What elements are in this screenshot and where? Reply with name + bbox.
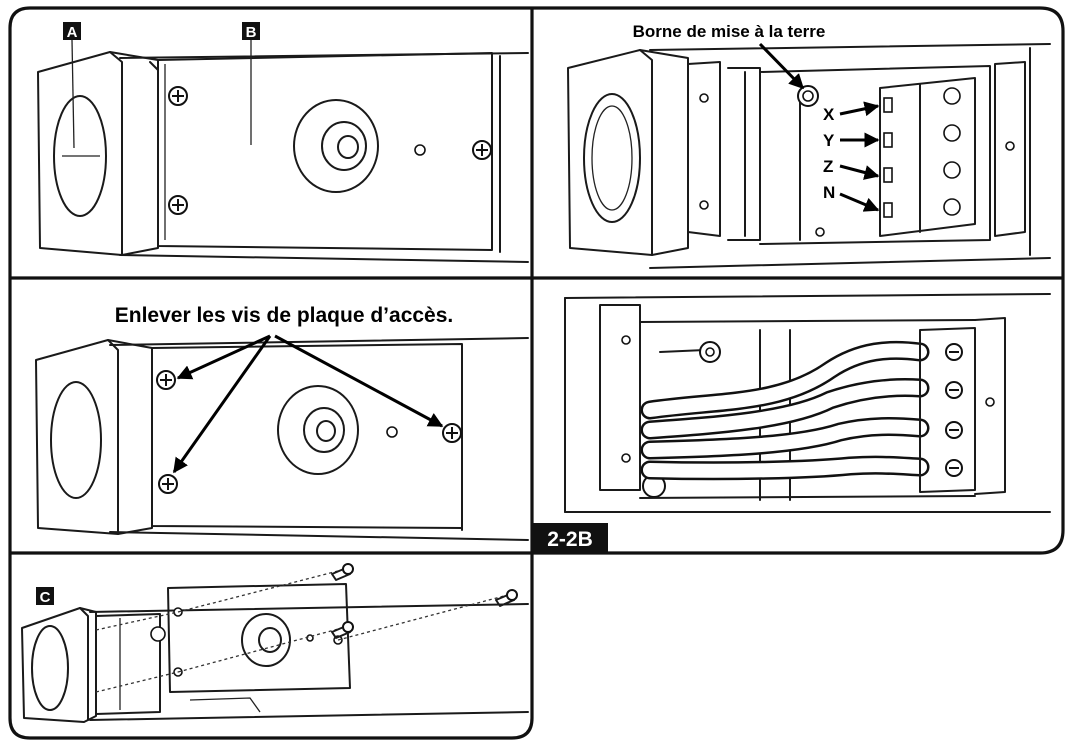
panel-top-left: A B [37,22,529,263]
terminal-label-y: Y [823,131,835,150]
label-c: C [36,587,54,606]
terminal-label-z: Z [823,157,833,176]
screw-icon [168,195,188,215]
screw-icon [168,86,188,106]
terminal-label-n: N [823,183,835,202]
remove-screws-caption: Enlever les vis de plaque d’accès. [115,304,454,327]
svg-text:C: C [40,589,51,606]
svg-text:A: A [67,24,78,41]
screw-icon [472,140,492,160]
svg-text:B: B [246,24,257,41]
panel-top-right: Borne de mise à la terre X Y Z N [567,22,1051,269]
panel-middle-left: Enlever les vis de plaque d’accès. [35,304,529,541]
screw-icon [331,621,354,639]
figure-tag: 2-2B [532,523,608,553]
screw-icon [156,370,176,390]
diagram-frame [8,6,1065,740]
screw-icon [331,563,354,581]
panel-middle-right: 2-2B [532,293,1051,553]
ground-terminal-label: Borne de mise à la terre [633,22,826,41]
screw-icon [495,589,518,607]
label-b: B [242,22,260,145]
screw-icon [158,474,178,494]
screw-icon [442,423,462,443]
terminal-label-x: X [823,105,835,124]
svg-text:2-2B: 2-2B [547,528,593,551]
panel-bottom-left: C [21,563,529,723]
label-a: A [63,22,81,149]
